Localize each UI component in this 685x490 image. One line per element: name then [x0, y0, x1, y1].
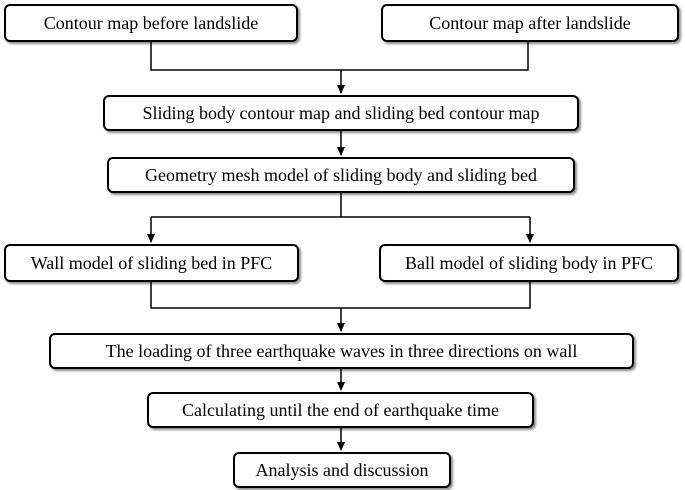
split-connector: [147, 193, 534, 243]
node-ball-model: Ball model of sliding body in PFC: [379, 244, 679, 282]
node-sliding-contour: Sliding body contour map and sliding bed…: [103, 95, 579, 131]
node-contour-before: Contour map before landslide: [4, 4, 298, 42]
node-contour-after: Contour map after landslide: [381, 4, 679, 42]
merge-connector-top: [150, 42, 529, 94]
node-wall-model: Wall model of sliding bed in PFC: [4, 244, 299, 282]
node-geometry-mesh: Geometry mesh model of sliding body and …: [107, 157, 575, 193]
node-calculating: Calculating until the end of earthquake …: [147, 392, 534, 428]
node-analysis: Analysis and discussion: [233, 452, 451, 488]
merge-connector-bottom: [150, 282, 531, 332]
node-loading: The loading of three earthquake waves in…: [49, 333, 634, 369]
